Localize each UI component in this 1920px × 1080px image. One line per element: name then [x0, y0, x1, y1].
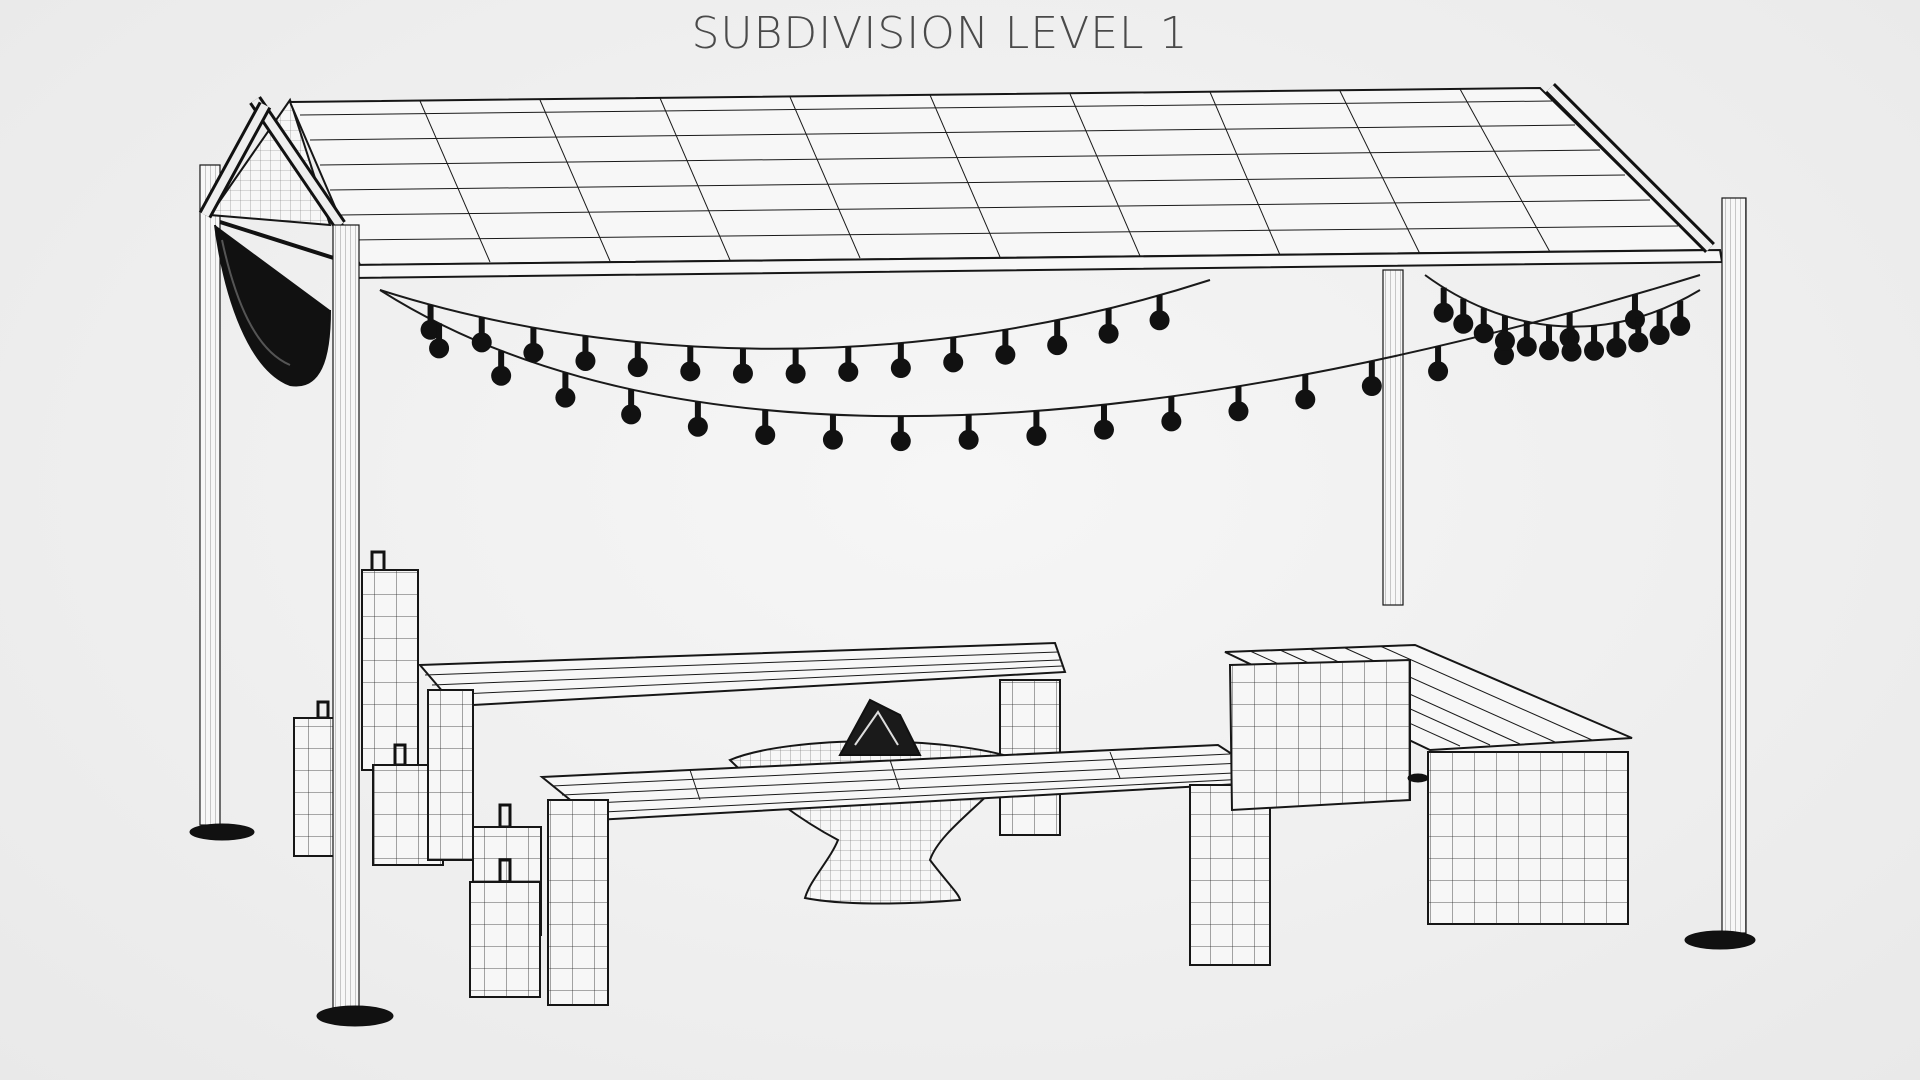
light-bulb — [1539, 325, 1560, 361]
subdivision-title: SUBDIVISION LEVEL 1 — [691, 8, 1189, 59]
light-bulb — [420, 304, 441, 340]
light-bulb — [1295, 374, 1316, 410]
light-bulb — [1584, 325, 1605, 361]
light-bulb — [1624, 294, 1645, 330]
light-bulb — [995, 329, 1016, 365]
light-bulb — [1433, 287, 1454, 323]
light-bulb — [1670, 300, 1691, 336]
string-lights — [379, 274, 1701, 452]
light-bulb — [1047, 320, 1068, 356]
lanterns — [293, 550, 542, 998]
light-bulb — [575, 335, 596, 371]
light-bulb — [1516, 321, 1537, 357]
light-bulb — [1026, 410, 1047, 446]
light-bulb — [732, 348, 753, 384]
light-bulb — [1473, 308, 1494, 344]
light-bulb — [943, 337, 964, 373]
light-bulb — [958, 414, 979, 450]
light-bulb — [471, 317, 492, 353]
light-bulb — [1649, 310, 1670, 346]
front-right-post — [1684, 197, 1756, 950]
light-bulb — [680, 346, 701, 382]
light-bulb — [1453, 298, 1474, 334]
front-left-post — [316, 224, 394, 1027]
right-bench — [1224, 643, 1633, 925]
light-bulb — [1361, 361, 1382, 397]
light-bulb — [1606, 322, 1627, 358]
light-bulb — [621, 389, 642, 425]
light-bulb — [1093, 404, 1114, 440]
canopy-roof — [198, 83, 1724, 280]
light-bulb — [491, 350, 512, 386]
light-bulb — [1561, 326, 1582, 362]
light-bulb — [890, 343, 911, 379]
light-bulb — [1428, 346, 1449, 382]
light-bulb — [890, 416, 911, 452]
light-bulb — [1161, 396, 1182, 432]
light-bulb — [822, 414, 843, 450]
small-lantern-1 — [293, 700, 341, 857]
light-bulb — [555, 372, 576, 408]
left-curtain-folds — [214, 224, 331, 387]
light-bulb — [687, 401, 708, 437]
light-bulb — [1628, 317, 1649, 353]
small-lantern-4 — [469, 858, 541, 998]
front-bench — [539, 743, 1279, 1006]
light-bulb — [1494, 315, 1515, 351]
light-bulb — [1228, 386, 1249, 422]
light-bulb — [523, 327, 544, 363]
light-bulb — [755, 409, 776, 445]
tall-lantern — [361, 550, 419, 771]
light-bulb — [1098, 308, 1119, 344]
light-bulb — [785, 348, 806, 384]
light-bulb — [1149, 295, 1170, 331]
light-bulb — [838, 346, 859, 382]
back-left-post — [189, 164, 255, 841]
back-right-post — [1382, 269, 1404, 606]
light-bulb — [627, 342, 648, 378]
light-bulb — [429, 323, 450, 359]
